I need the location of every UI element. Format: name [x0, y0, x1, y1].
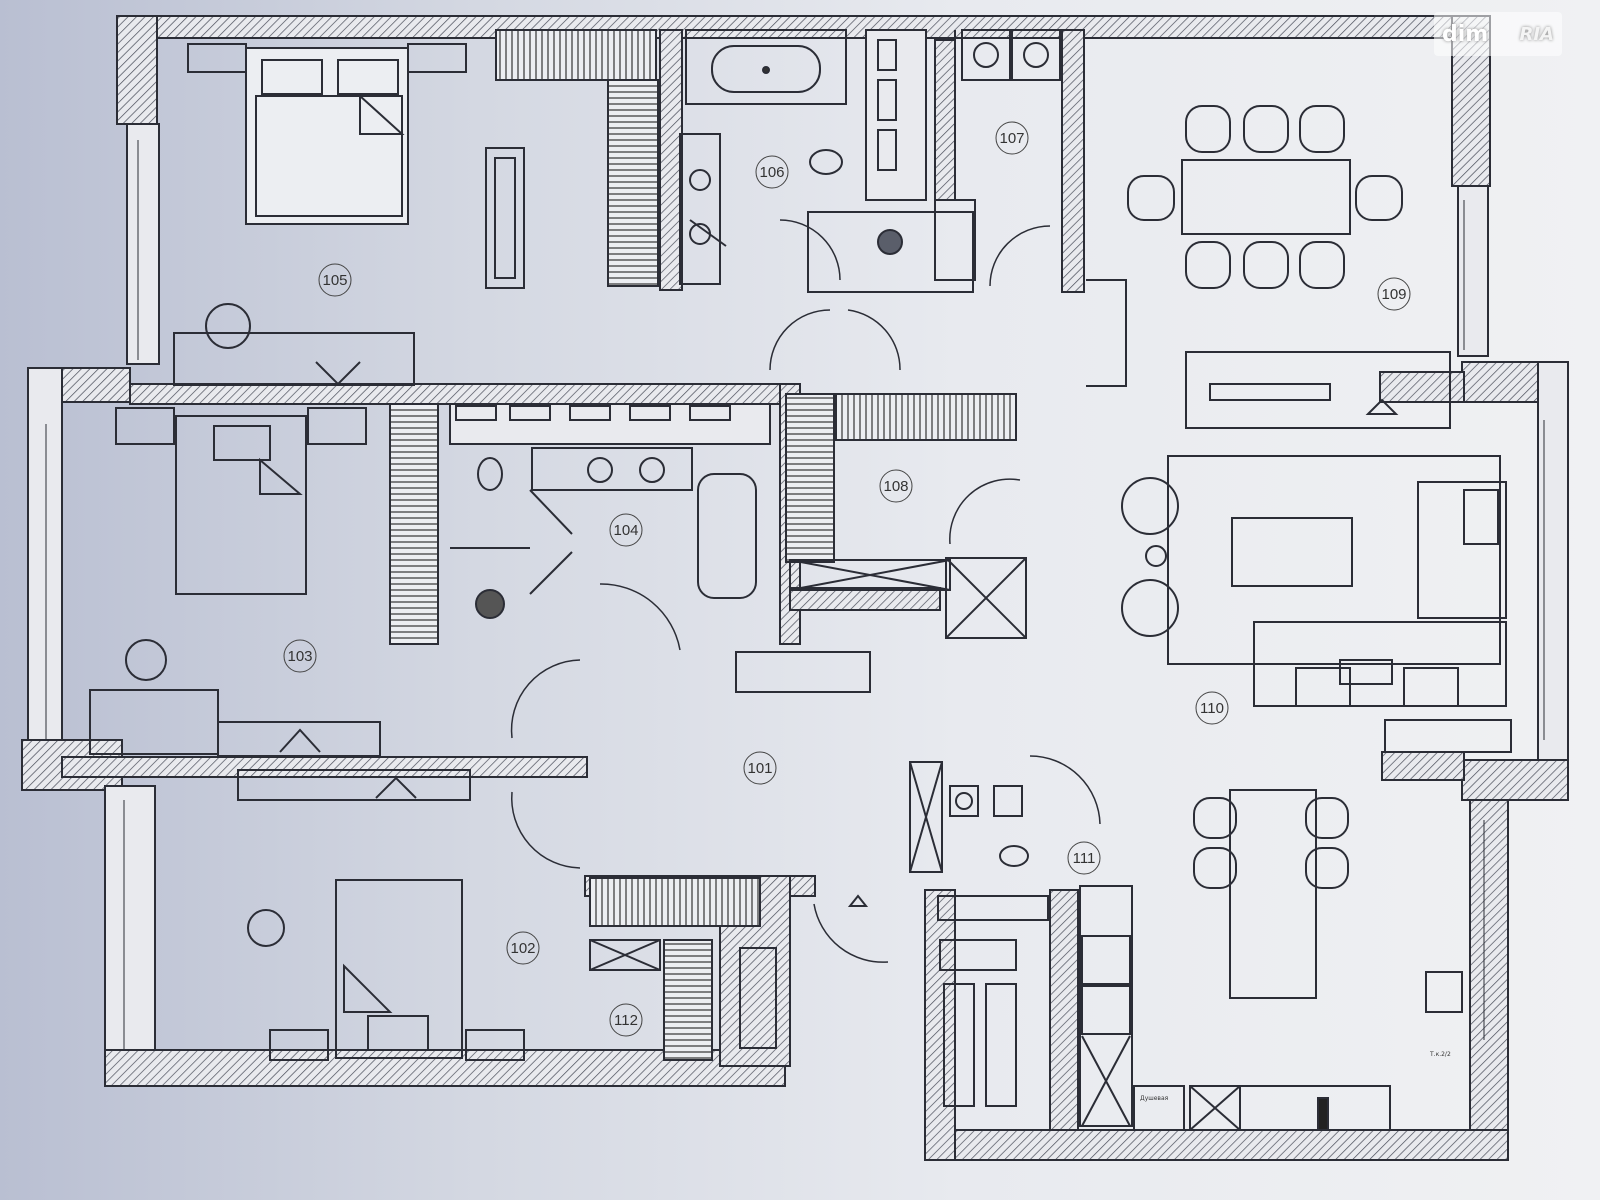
- watermark-right-text: RIA: [1519, 23, 1555, 45]
- watermark-logo: dim RIA: [1434, 12, 1562, 56]
- note-bottom-left: Душевая: [1140, 1095, 1169, 1102]
- windows: [45, 140, 1545, 1050]
- room-101: [735, 651, 871, 907]
- kitchen-area: [937, 789, 1463, 1131]
- room-label-102: 102: [510, 940, 535, 957]
- room-label-105: 105: [322, 272, 347, 289]
- room-110: [1121, 455, 1512, 753]
- room-109: [1086, 105, 1451, 429]
- room-label-107: 107: [999, 130, 1024, 147]
- note-bottom-right: Т.к.2/2: [1429, 1051, 1451, 1058]
- room-labels: 105 106 107 109 103 104 108 110 101 102 …: [287, 130, 1406, 1029]
- room-label-103: 103: [287, 648, 312, 665]
- room-103: [89, 403, 439, 757]
- room-label-111: 111: [1073, 850, 1096, 867]
- room-104: [449, 403, 771, 619]
- doors: [510, 219, 1101, 963]
- room-107: [954, 29, 1061, 200]
- room-112: [589, 877, 777, 1061]
- watermark-left-text: dim: [1442, 21, 1489, 47]
- small-notes: Душевая Т.к.2/2: [1140, 1051, 1451, 1102]
- room-label-109: 109: [1381, 286, 1406, 303]
- room-label-101: 101: [747, 760, 772, 777]
- room-102: [237, 769, 525, 1061]
- room-label-110: 110: [1200, 700, 1224, 717]
- room-label-106: 106: [759, 164, 784, 181]
- room-label-104: 104: [613, 522, 638, 539]
- room-105: [173, 29, 659, 386]
- room-label-112: 112: [614, 1012, 638, 1029]
- room-label-108: 108: [883, 478, 908, 495]
- room-106: [679, 29, 976, 293]
- room-markers: [283, 121, 1411, 1037]
- room-108: [785, 393, 1027, 639]
- room-111: [909, 761, 1029, 873]
